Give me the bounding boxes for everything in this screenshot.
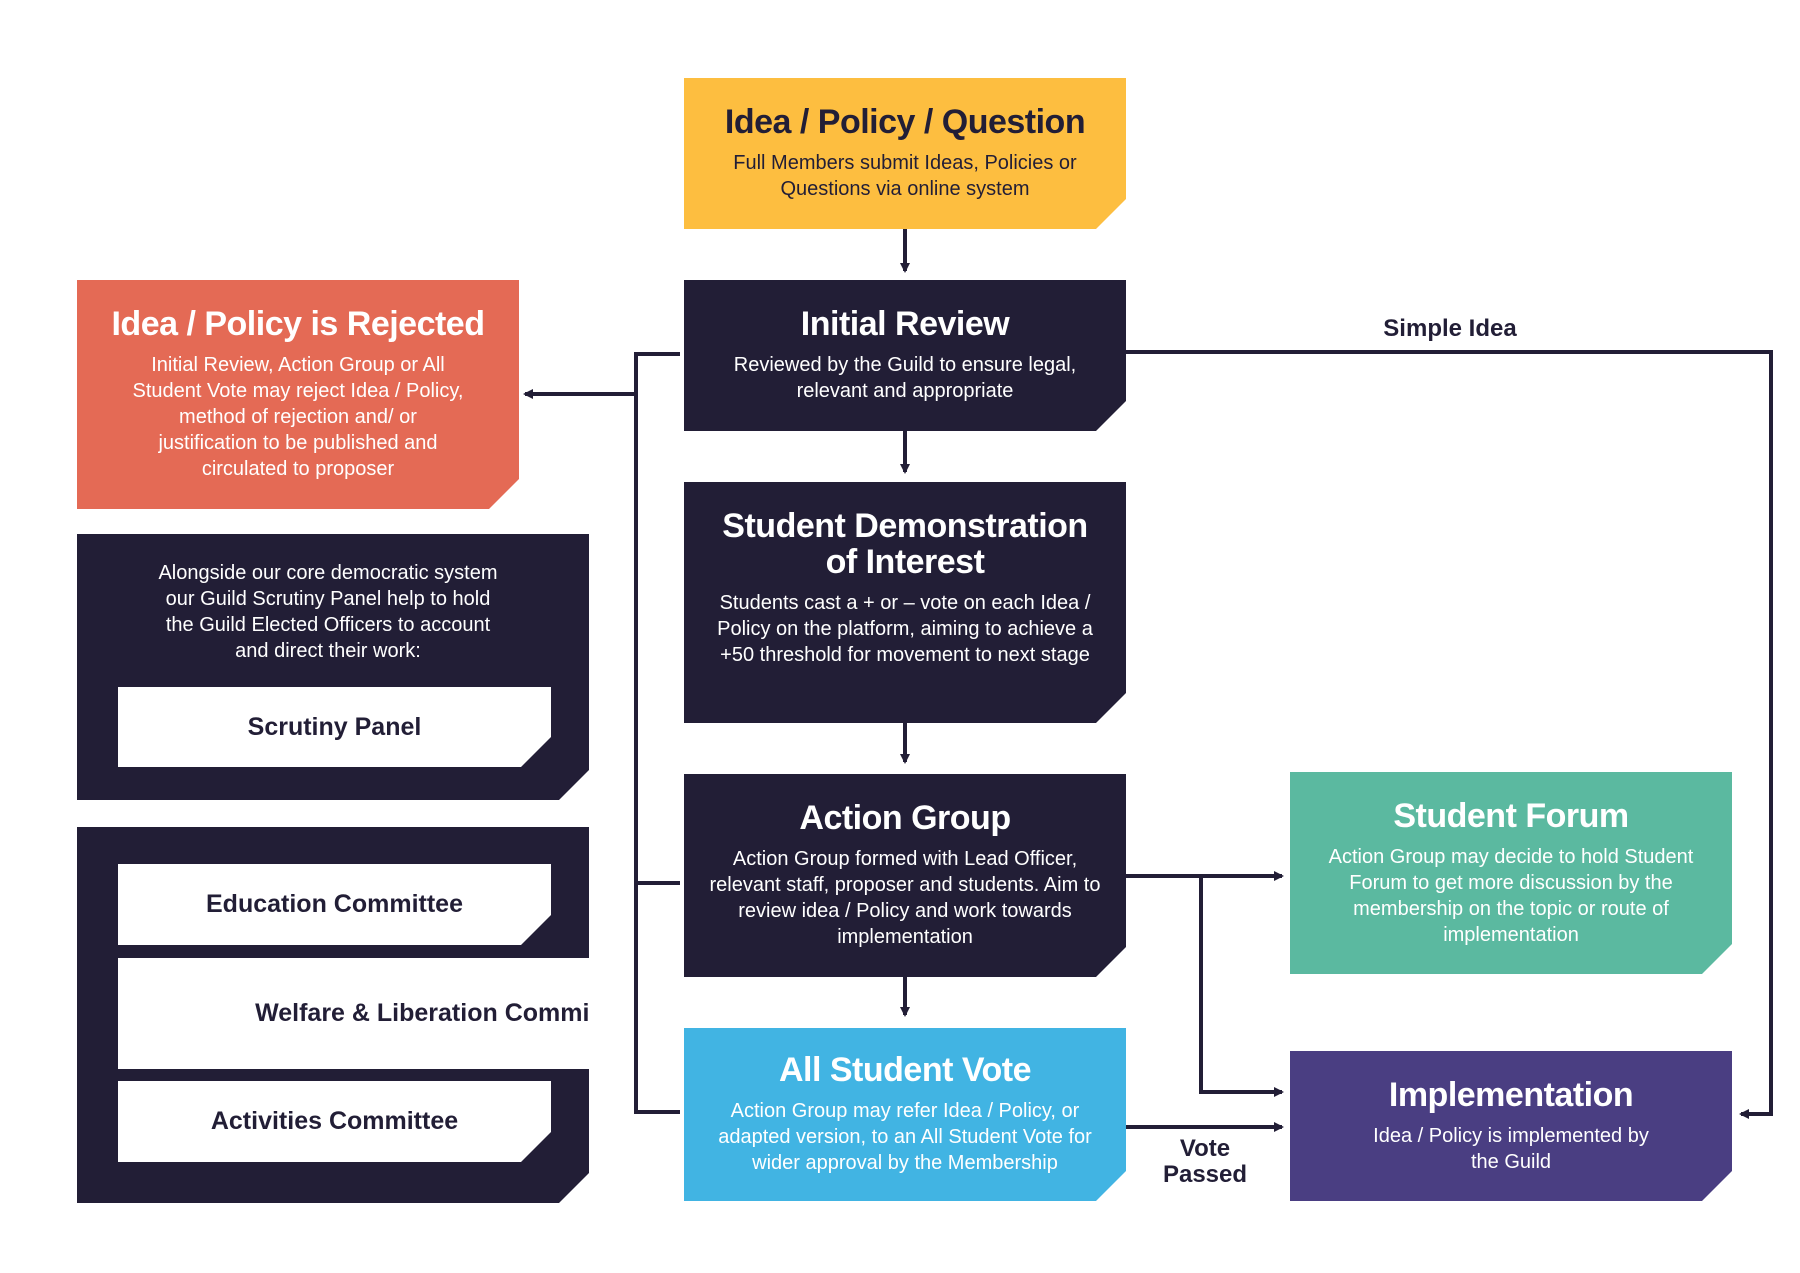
scrutiny-panel-card: Scrutiny Panel (118, 687, 551, 767)
node-title: Student Forum (1393, 797, 1629, 835)
edge-action-to-implementation (1199, 876, 1284, 1097)
node-desc: Action Group may refer Idea / Policy, or… (718, 1100, 1092, 1174)
node-desc: Action Group formed with Lead Officer, r… (709, 848, 1101, 948)
scrutiny-intro: Alongside our core democratic system our… (158, 562, 498, 662)
committee-card: Activities Committee (118, 1081, 551, 1162)
scrutiny-section: Alongside our core democratic system our… (77, 534, 589, 800)
edge-rejection-bus (634, 352, 680, 1114)
node-action-group: Action Group Action Group formed with Le… (684, 774, 1126, 977)
node-implementation: Implementation Idea / Policy is implemen… (1290, 1051, 1732, 1201)
node-title: Idea / Policy is Rejected (111, 305, 485, 343)
edge-simple-idea (1120, 350, 1773, 1119)
committees-section: Education Committee Welfare & Liberation… (77, 827, 589, 1203)
node-desc: Reviewed by the Guild to ensure legal, r… (733, 354, 1077, 402)
node-title: Initial Review (800, 305, 1010, 343)
node-title: Implementation (1388, 1076, 1634, 1114)
committee-card: Education Committee (118, 864, 551, 945)
edge-label-simple-idea: Simple Idea (1383, 315, 1517, 342)
node-title: Student Demonstration of Interest (722, 507, 1088, 581)
node-desc: Initial Review, Action Group or All Stud… (132, 354, 464, 480)
node-desc: Students cast a + or – vote on each Idea… (717, 592, 1093, 666)
node-title: Idea / Policy / Question (724, 103, 1086, 141)
node-idea-policy-question: Idea / Policy / Question Full Members su… (684, 78, 1126, 229)
node-desc: Full Members submit Ideas, Policies or Q… (733, 152, 1077, 200)
node-rejected: Idea / Policy is Rejected Initial Review… (77, 280, 519, 509)
node-desc: Action Group may decide to hold Student … (1328, 846, 1694, 946)
node-all-student-vote: All Student Vote Action Group may refer … (684, 1028, 1126, 1201)
edge-label-vote-passed: Vote Passed (1162, 1135, 1248, 1188)
node-title: Action Group (799, 799, 1011, 837)
node-desc: Idea / Policy is implemented by the Guil… (1373, 1125, 1649, 1173)
node-student-demonstration: Student Demonstration of Interest Studen… (684, 482, 1126, 723)
node-title: All Student Vote (778, 1051, 1032, 1089)
node-initial-review: Initial Review Reviewed by the Guild to … (684, 280, 1126, 431)
node-student-forum: Student Forum Action Group may decide to… (1290, 772, 1732, 974)
